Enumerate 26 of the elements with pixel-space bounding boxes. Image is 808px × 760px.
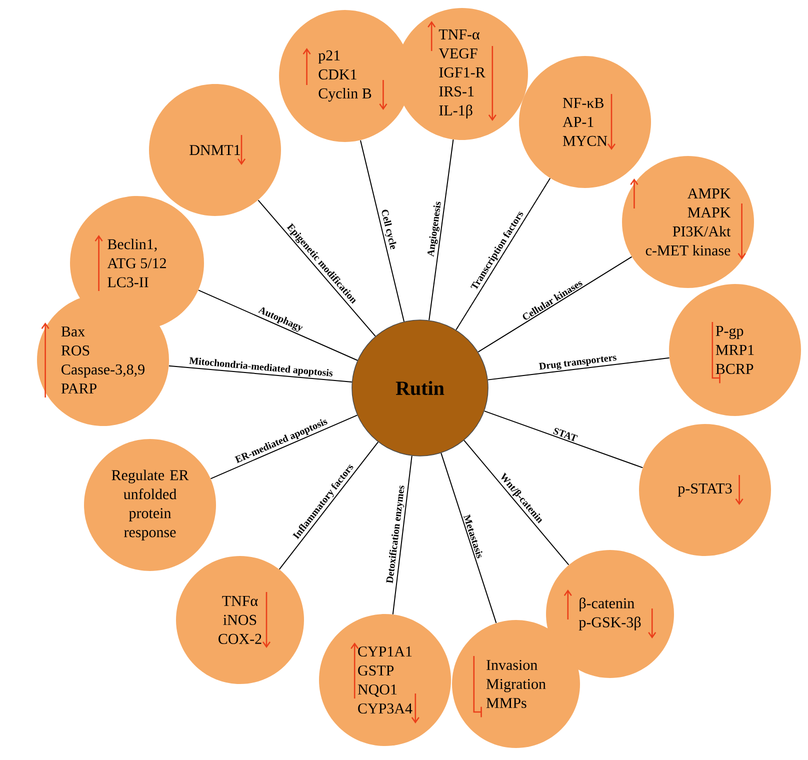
edge-label: Angiogenesis — [427, 202, 441, 257]
connector-line — [258, 200, 376, 337]
connector-line — [198, 290, 358, 361]
connector-line — [278, 442, 379, 570]
connector-line — [478, 256, 632, 352]
connector-line — [168, 365, 352, 382]
connector-line — [487, 357, 670, 380]
connector-line — [392, 455, 412, 615]
edge-label: Detoxification enzymes — [386, 486, 404, 584]
connector-line — [440, 452, 497, 624]
connector-line — [428, 139, 454, 321]
node-label: Caspase-3,8,9 — [62, 364, 144, 378]
node-label: Beclin1, — [108, 238, 157, 252]
connector-line — [484, 410, 644, 468]
edge-label: Mitochondria-mediated apoptosis — [189, 357, 332, 377]
connector-line — [360, 140, 405, 322]
node-label: PARP — [61, 384, 96, 394]
node-label: LC3-II — [108, 277, 148, 288]
edge-label: STAT — [553, 428, 578, 442]
connector-line — [464, 440, 570, 566]
connector-line — [456, 178, 551, 330]
node-label: ATG 5/12 — [107, 258, 166, 268]
node-label: ROS — [61, 345, 90, 356]
connector-line — [210, 414, 358, 480]
edge-label: Cell cycle — [382, 210, 396, 250]
edge-label: Drug transporters — [538, 356, 616, 370]
